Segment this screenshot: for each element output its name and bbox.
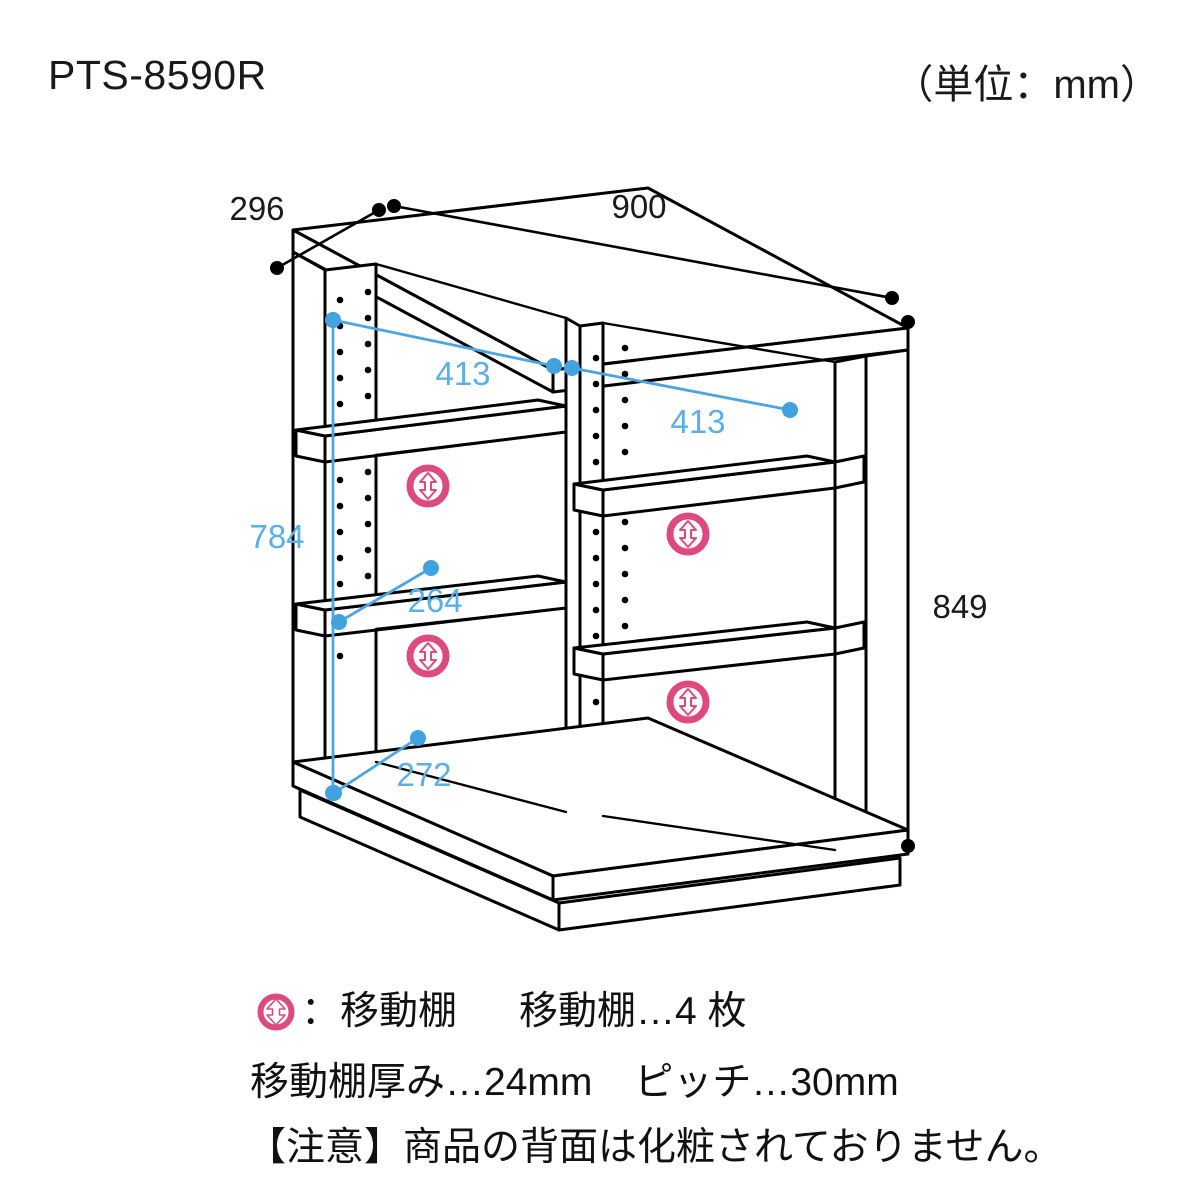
shelf-left-lower-edge bbox=[294, 574, 568, 612]
plinth-right-face bbox=[557, 856, 902, 932]
legend-row-thickness: 移動棚厚み…24mm ピッチ…30mm bbox=[250, 1063, 899, 1102]
legend-pitch: ピッチ…30mm bbox=[634, 1061, 899, 1104]
shelf-left-lower-back-line bbox=[374, 606, 568, 631]
shelf-right-lower-right-edge bbox=[833, 620, 866, 656]
dimension-label-784: 784 bbox=[249, 518, 304, 555]
dimension-900: 900 bbox=[387, 188, 899, 305]
dimension-label-413-right: 413 bbox=[670, 403, 725, 440]
back-panel-line-left-b bbox=[374, 760, 568, 814]
dimension-label-900: 900 bbox=[611, 188, 666, 225]
up-down-arrow-icon bbox=[255, 991, 297, 1033]
back-panel-line-left-a bbox=[374, 262, 568, 320]
isometric-shelf-svg: 296 900 849 413 bbox=[229, 186, 988, 932]
legend-shelf-thickness: 移動棚厚み…24mm bbox=[250, 1061, 593, 1104]
dimension-296: 296 bbox=[229, 190, 386, 275]
dimension-label-272: 272 bbox=[396, 756, 451, 793]
adjustable-shelf-icon bbox=[410, 468, 446, 504]
back-panel-line-right-a bbox=[601, 321, 837, 364]
shelf-carcass bbox=[291, 186, 910, 932]
shelf-left-upper-edge bbox=[294, 398, 568, 438]
legend-shelf-count: 移動棚…4 枚 bbox=[519, 989, 747, 1033]
dimension-264: 264 bbox=[331, 560, 463, 630]
legend-row-caution: 【注意】商品の背面は化粧されておりません。 bbox=[247, 1128, 1063, 1167]
legend-icon-meaning: ：移動棚 bbox=[301, 989, 458, 1033]
dimension-272: 272 bbox=[326, 730, 452, 801]
shelf-pin-holes bbox=[336, 288, 629, 706]
adjustable-shelf-icon bbox=[410, 638, 446, 674]
right-side-panel-inner bbox=[833, 354, 868, 852]
legend-caution: 【注意】商品の背面は化粧されておりません。 bbox=[247, 1126, 1063, 1169]
dimension-849: 849 bbox=[901, 315, 988, 853]
model-code: PTS-8590R bbox=[48, 52, 267, 98]
dimension-label-413-left: 413 bbox=[435, 355, 490, 392]
shelf-left-upper-back-line bbox=[374, 430, 568, 457]
back-panel-line-right-b bbox=[601, 814, 837, 852]
product-drawing: 296 900 849 413 bbox=[0, 140, 1200, 940]
legend-row-shelf: ：移動棚 移動棚…4 枚 bbox=[255, 990, 747, 1032]
dimension-label-296: 296 bbox=[229, 190, 284, 227]
left-bay-shelves bbox=[294, 398, 568, 638]
shelf-right-upper-right-edge bbox=[833, 454, 866, 490]
dimension-413-right: 413 bbox=[564, 360, 798, 440]
dimension-label-849: 849 bbox=[932, 588, 987, 625]
page-header: PTS-8590R （単位：mm） bbox=[0, 0, 1200, 140]
right-bay-shelves bbox=[572, 454, 866, 682]
unit-note: （単位：mm） bbox=[893, 63, 1160, 107]
dimension-label-264: 264 bbox=[407, 582, 462, 619]
adjustable-shelf-icon bbox=[670, 516, 706, 552]
left-side-panel-front bbox=[291, 250, 327, 782]
adjustable-shelf-icon bbox=[670, 684, 706, 720]
right-side-panel-outer bbox=[864, 348, 910, 842]
